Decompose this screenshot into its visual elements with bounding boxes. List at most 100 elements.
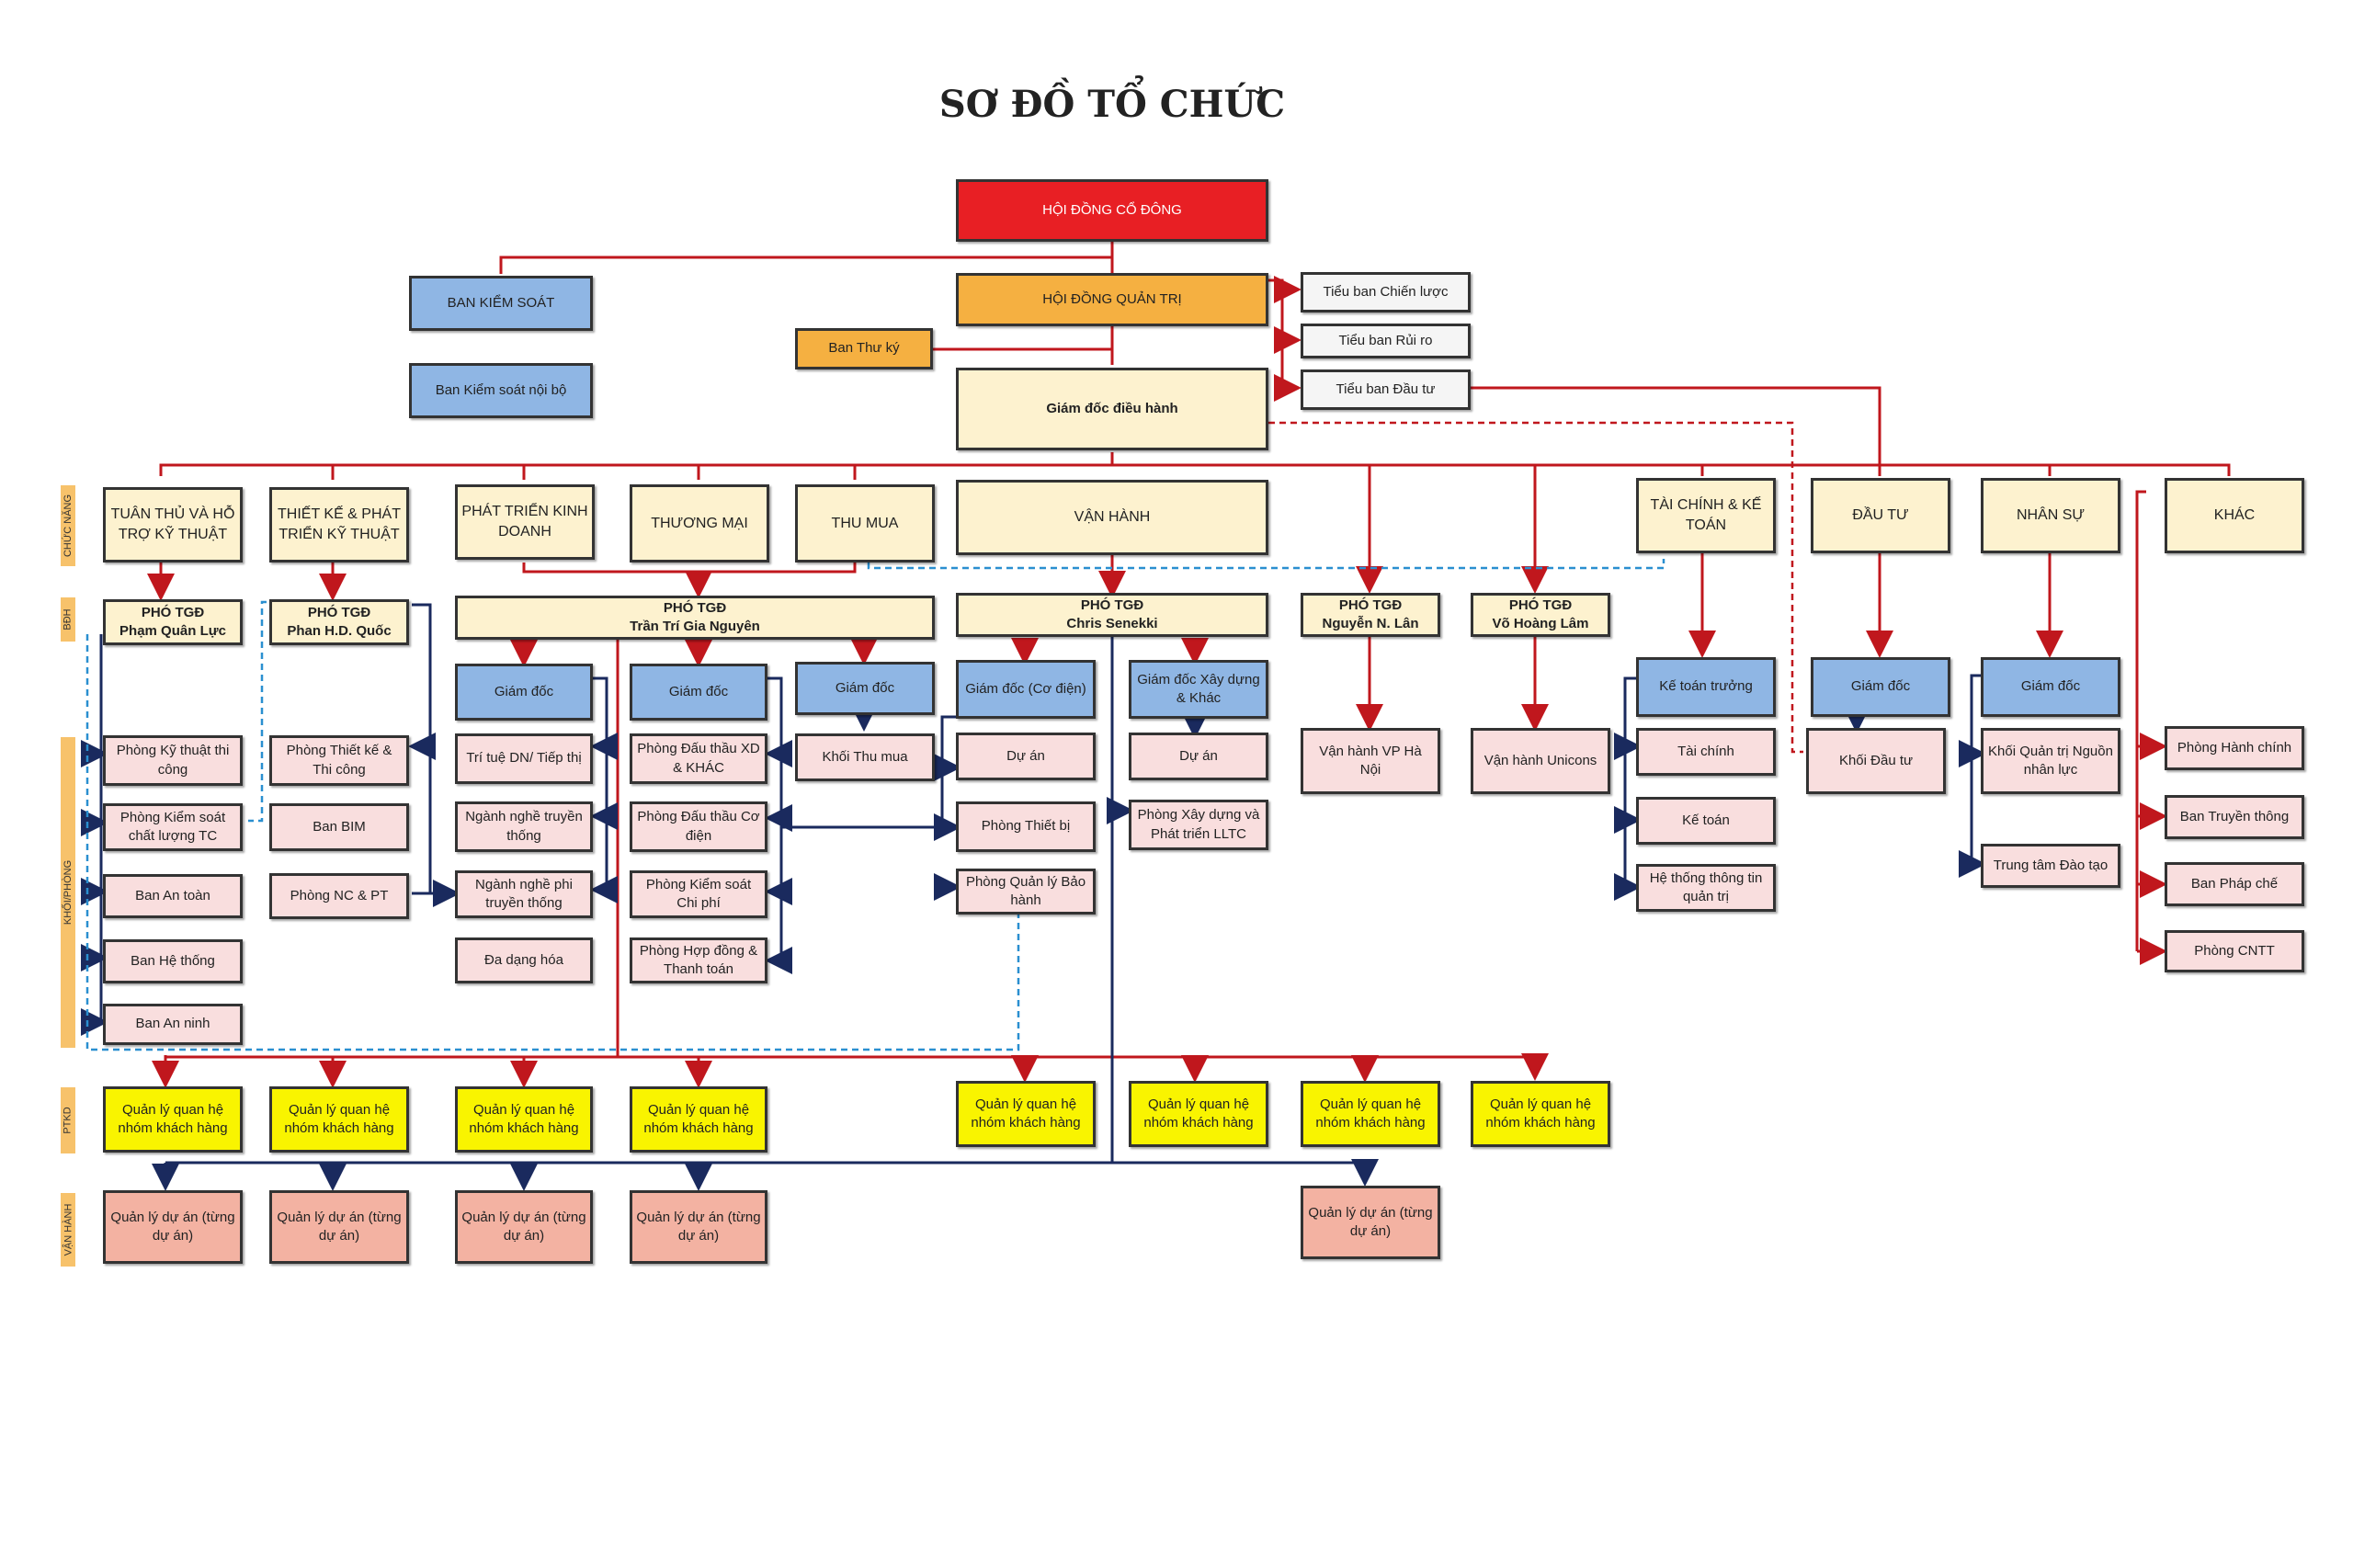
band-khoi-phong: KHỐI/PHÒNG (61, 737, 75, 1048)
vp-role: PHÓ TGĐ (1080, 597, 1144, 613)
phong-kiem-soat-chi-phi: Phòng Kiểm soát Chi phí (630, 870, 767, 918)
vp-name: Nguyễn N. Lân (1322, 616, 1419, 631)
ban-he-thong: Ban Hệ thống (103, 939, 243, 983)
vp-role: PHÓ TGĐ (663, 599, 727, 616)
phong-hop-dong-thanh-toan: Phòng Hợp đồng & Thanh toán (630, 937, 767, 983)
page-title: SƠ ĐỒ TỔ CHỨC (938, 83, 1286, 126)
ptkd-quan-ly-quan-he: Quản lý quan hệ nhóm khách hàng (956, 1081, 1096, 1147)
tai-chinh: Tài chính (1636, 728, 1776, 776)
ban-truyen-thong: Ban Truyền thông (2165, 795, 2304, 839)
vp-name: Chris Senekki (1066, 616, 1158, 631)
function-phat-trien-kinh-doanh: PHÁT TRIỂN KINH DOANH (455, 484, 595, 560)
director-co-dien: Giám đốc (Cơ điện) (956, 660, 1096, 719)
tri-tue-tiep-thi: Trí tuệ DN/ Tiếp thị (455, 733, 593, 784)
nganh-nghe-truyen-thong: Ngành nghề truyền thống (455, 801, 593, 852)
band-chuc-nang: CHỨC NĂNG (61, 485, 75, 566)
van-hanh-unicons: Vận hành Unicons (1471, 728, 1610, 794)
ptkd-quan-ly-quan-he: Quản lý quan hệ nhóm khách hàng (630, 1086, 767, 1153)
director-giam-doc: Giám đốc (455, 664, 593, 721)
he-thong-thong-tin-quan-tri: Hệ thống thông tin quản trị (1636, 864, 1776, 912)
phong-hanh-chinh: Phòng Hành chính (2165, 726, 2304, 770)
ptkd-quan-ly-quan-he: Quản lý quan hệ nhóm khách hàng (1471, 1081, 1610, 1147)
vp-pham-quan-luc: PHÓ TGĐ Phạm Quân Lực (103, 599, 243, 645)
function-van-hanh: VẬN HÀNH (956, 480, 1268, 555)
vp-name: Võ Hoàng Lâm (1492, 616, 1589, 631)
vp-name: Phạm Quân Lực (119, 623, 226, 639)
trung-tam-dao-tao: Trung tâm Đào tạo (1981, 844, 2120, 888)
band-label: BĐH (63, 608, 74, 631)
tieu-ban-rui-ro: Tiểu ban Rủi ro (1301, 324, 1471, 358)
vp-vo-hoang-lam: PHÓ TGĐ Võ Hoàng Lâm (1471, 593, 1610, 637)
band-label: VẬN HÀNH (63, 1203, 74, 1256)
vp-phan-hd-quoc: PHÓ TGĐ Phan H.D. Quốc (269, 599, 409, 645)
function-tuan-thu: TUÂN THỦ VÀ HỖ TRỢ KỸ THUẬT (103, 487, 243, 562)
ban-an-toan: Ban An toàn (103, 874, 243, 918)
function-nhan-su: NHÂN SỰ (1981, 478, 2120, 553)
ban-phap-che: Ban Pháp chế (2165, 862, 2304, 906)
tieu-ban-chien-luoc: Tiểu ban Chiến lược (1301, 272, 1471, 312)
vp-chris-senekki: PHÓ TGĐ Chris Senekki (956, 593, 1268, 637)
khoi-dau-tu: Khối Đầu tư (1806, 728, 1946, 794)
ke-toan: Kế toán (1636, 797, 1776, 845)
vp-nguyen-n-lan: PHÓ TGĐ Nguyễn N. Lân (1301, 593, 1440, 637)
ptkd-quan-ly-quan-he: Quản lý quan hệ nhóm khách hàng (1129, 1081, 1268, 1147)
function-tai-chinh: TÀI CHÍNH & KẾ TOÁN (1636, 478, 1776, 553)
ptkd-quan-ly-quan-he: Quản lý quan hệ nhóm khách hàng (1301, 1081, 1440, 1147)
director-nhan-su: Giám đốc (1981, 657, 2120, 717)
function-thu-mua: THU MUA (795, 484, 935, 562)
hoi-dong-co-dong: HỘI ĐỒNG CỔ ĐÔNG (956, 179, 1268, 242)
phong-xay-dung-phat-trien: Phòng Xây dựng và Phát triển LLTC (1129, 800, 1268, 850)
ke-toan-truong: Kế toán trưởng (1636, 657, 1776, 717)
director-dau-tu: Giám đốc (1811, 657, 1950, 717)
phong-dau-thau-xd: Phòng Đấu thầu XD & KHÁC (630, 733, 767, 784)
vp-role: PHÓ TGĐ (1338, 597, 1403, 613)
van-hanh-quan-ly-du-an: Quản lý dự án (từng dự án) (1301, 1186, 1440, 1259)
van-hanh-vp-ha-noi: Vận hành VP Hà Nội (1301, 728, 1440, 794)
vp-role: PHÓ TGĐ (141, 604, 205, 620)
van-hanh-quan-ly-du-an: Quản lý dự án (từng dự án) (269, 1190, 409, 1264)
band-label: PTKD (63, 1107, 74, 1134)
band-bdh: BĐH (61, 597, 75, 642)
van-hanh-quan-ly-du-an: Quản lý dự án (từng dự án) (455, 1190, 593, 1264)
vp-name: Trần Trí Gia Nguyên (630, 619, 760, 634)
phong-quan-ly-bao-hanh: Phòng Quản lý Bảo hành (956, 869, 1096, 915)
band-label: CHỨC NĂNG (63, 494, 74, 558)
khoi-thu-mua: Khối Thu mua (795, 733, 935, 781)
director-giam-doc: Giám đốc (630, 664, 767, 721)
du-an-xay-dung: Dự án (1129, 733, 1268, 780)
ban-kiem-soat-noi-bo: Ban Kiểm soát nội bộ (409, 363, 593, 418)
van-hanh-quan-ly-du-an: Quản lý dự án (từng dự án) (103, 1190, 243, 1264)
vp-role: PHÓ TGĐ (307, 604, 371, 620)
phong-nc-pt: Phòng NC & PT (269, 873, 409, 919)
du-an-co-dien: Dự án (956, 733, 1096, 780)
band-label: KHỐI/PHÒNG (63, 859, 74, 926)
nganh-nghe-phi-truyen-thong: Ngành nghề phi truyền thống (455, 870, 593, 918)
function-thuong-mai: THƯƠNG MẠI (630, 484, 769, 562)
ban-kiem-soat: BAN KIỂM SOÁT (409, 276, 593, 331)
function-khac: KHÁC (2165, 478, 2304, 553)
phong-ky-thuat-thi-cong: Phòng Kỹ thuật thi công (103, 735, 243, 786)
phong-dau-thau-co-dien: Phòng Đấu thầu Cơ điện (630, 801, 767, 852)
ptkd-quan-ly-quan-he: Quản lý quan hệ nhóm khách hàng (103, 1086, 243, 1153)
da-dang-hoa: Đa dạng hóa (455, 937, 593, 983)
giam-doc-dieu-hanh: Giám đốc điều hành (956, 368, 1268, 450)
ban-an-ninh: Ban An ninh (103, 1004, 243, 1045)
vp-name: Phan H.D. Quốc (287, 623, 392, 639)
band-van-hanh: VẬN HÀNH (61, 1193, 75, 1267)
phong-thiet-bi: Phòng Thiết bị (956, 801, 1096, 852)
ptkd-quan-ly-quan-he: Quản lý quan hệ nhóm khách hàng (455, 1086, 593, 1153)
phong-thiet-ke-thi-cong: Phòng Thiết kế & Thi công (269, 735, 409, 786)
vp-role: PHÓ TGĐ (1508, 597, 1573, 613)
band-ptkd: PTKD (61, 1087, 75, 1153)
phong-cntt: Phòng CNTT (2165, 930, 2304, 972)
vp-tran-tri-gia-nguyen: PHÓ TGĐ Trần Trí Gia Nguyên (455, 596, 935, 640)
phong-kiem-soat-chat-luong: Phòng Kiểm soát chất lượng TC (103, 803, 243, 851)
function-dau-tu: ĐẦU TƯ (1811, 478, 1950, 553)
khoi-quan-tri-nguon-nhan-luc: Khối Quản trị Nguồn nhân lực (1981, 728, 2120, 794)
tieu-ban-dau-tu: Tiểu ban Đầu tư (1301, 369, 1471, 410)
ptkd-quan-ly-quan-he: Quản lý quan hệ nhóm khách hàng (269, 1086, 409, 1153)
ban-thu-ky: Ban Thư ký (795, 328, 933, 369)
function-thiet-ke: THIẾT KẾ & PHÁT TRIỂN KỸ THUẬT (269, 487, 409, 562)
